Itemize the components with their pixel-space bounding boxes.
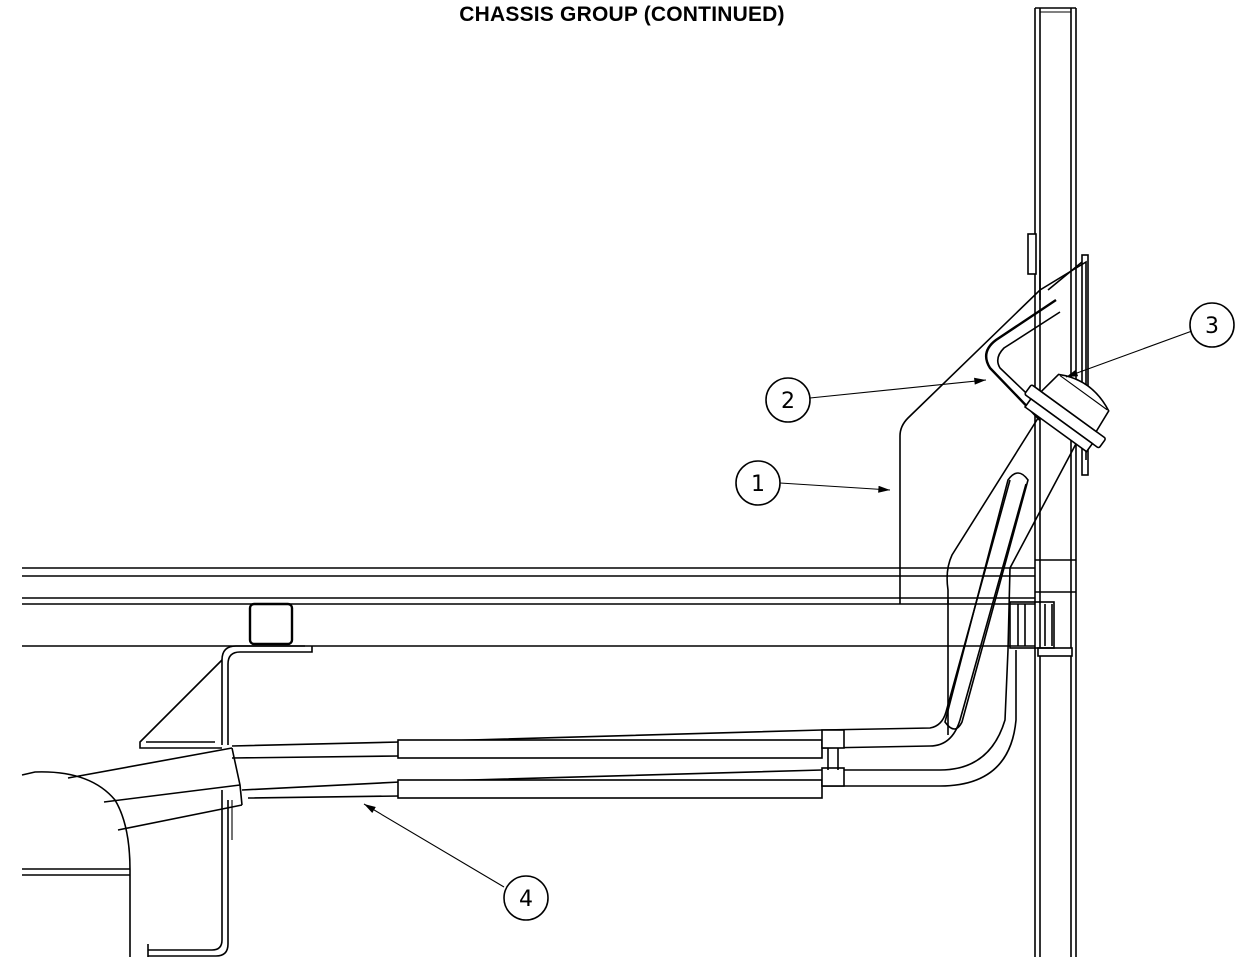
callout-3-label: 3 — [1205, 314, 1219, 339]
left-mount-bracket — [139, 645, 313, 957]
callout-1: 1 — [735, 460, 781, 506]
callout-3: 3 — [1189, 302, 1235, 348]
fuel-tank — [21, 747, 243, 957]
page-title: CHASSIS GROUP (CONTINUED) — [459, 3, 785, 26]
callout-4-label: 4 — [519, 887, 533, 912]
crossmember — [22, 567, 1035, 647]
callout-2-label: 2 — [781, 389, 795, 414]
callout-4: 4 — [503, 875, 549, 921]
callout-1-label: 1 — [751, 472, 765, 497]
vertical-frame-rail — [1009, 7, 1089, 957]
filler-mount-bracket — [899, 260, 1087, 604]
filler-hose — [231, 414, 1079, 799]
filler-cup — [984, 299, 1061, 421]
callout-2: 2 — [765, 377, 811, 423]
callout-leaders — [363, 330, 1193, 888]
fuel-cap — [1023, 373, 1110, 453]
